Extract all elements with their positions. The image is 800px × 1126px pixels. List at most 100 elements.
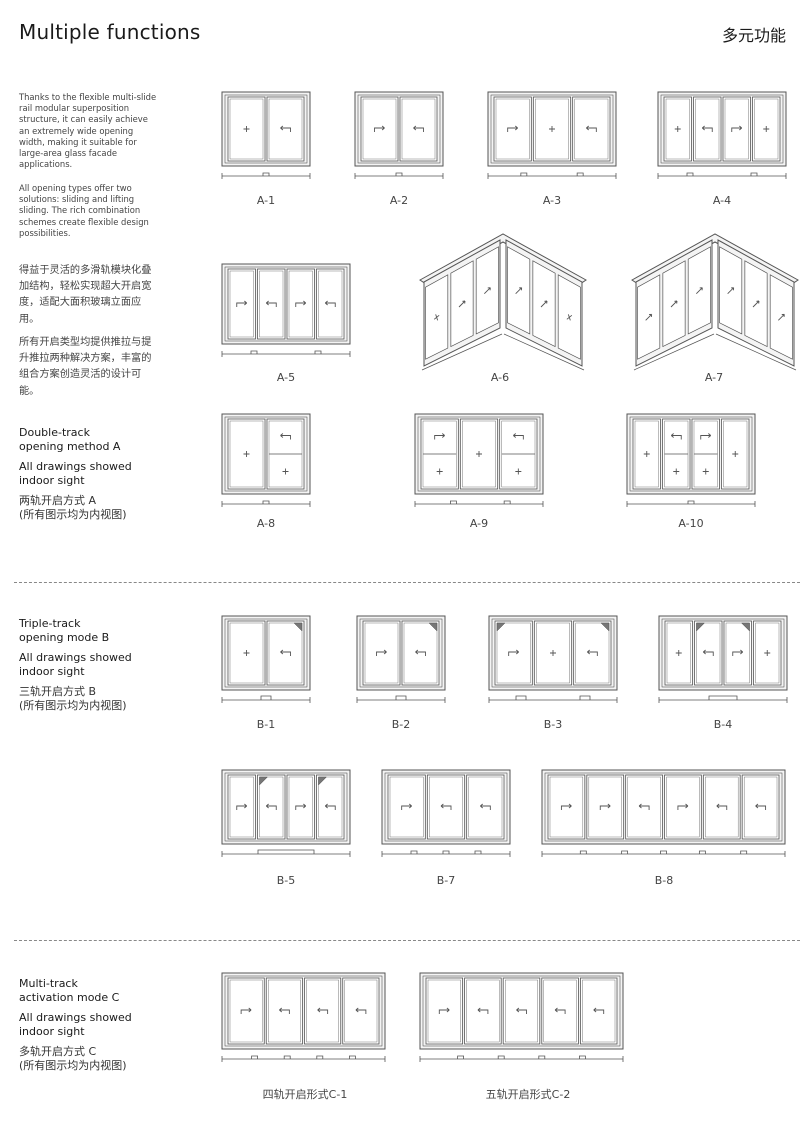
sliding-arrow-icon bbox=[677, 803, 689, 810]
sliding-arrow-icon bbox=[440, 803, 452, 810]
diagram-a4 bbox=[657, 91, 787, 179]
diagram-b4 bbox=[658, 615, 788, 703]
glass-pane bbox=[403, 622, 438, 684]
sash-pane bbox=[573, 620, 612, 686]
track-step bbox=[698, 850, 706, 854]
label-a3: A-3 bbox=[542, 194, 562, 207]
section-b-title-line1: Triple-track bbox=[19, 617, 81, 630]
corner-dimension-line bbox=[715, 333, 797, 371]
diagram-a6 bbox=[419, 233, 587, 371]
sliding-arrow-icon bbox=[240, 1007, 252, 1014]
glass-pane bbox=[504, 979, 538, 1043]
glass-pane bbox=[574, 98, 609, 160]
glass-pane bbox=[229, 420, 264, 488]
sliding-arrow-icon bbox=[280, 649, 291, 656]
glass-pane bbox=[755, 622, 780, 684]
sliding-arrow-icon bbox=[560, 803, 572, 810]
divider-b-c bbox=[14, 940, 800, 941]
fixed-pane-plus-icon bbox=[550, 650, 556, 656]
section-a-sight-line1: All drawings showed bbox=[19, 460, 132, 473]
corner-triangle-icon bbox=[293, 622, 303, 632]
sash-pane bbox=[426, 774, 466, 840]
glass-pane bbox=[549, 776, 584, 838]
glass-pane bbox=[575, 622, 610, 684]
diagram-a5 bbox=[221, 263, 351, 357]
diagram-a9 bbox=[414, 413, 544, 507]
glass-pane bbox=[288, 776, 313, 838]
label-a9: A-9 bbox=[469, 517, 489, 530]
sash-pane bbox=[399, 96, 438, 162]
section-c-sight-cn: (所有图示均为内视图) bbox=[19, 1059, 127, 1072]
glass-pane bbox=[268, 979, 301, 1043]
window-frame-inner bbox=[490, 94, 614, 164]
sliding-arrow-icon bbox=[638, 803, 650, 810]
sash-pane bbox=[360, 96, 399, 162]
window-frame-inner bbox=[491, 618, 615, 688]
sash-pane bbox=[702, 774, 741, 840]
window-frame-inner bbox=[544, 772, 783, 842]
glass-pane bbox=[743, 776, 778, 838]
glass-pane bbox=[466, 979, 500, 1043]
sash-pane bbox=[579, 977, 618, 1045]
track-step bbox=[576, 172, 584, 176]
glass-pane bbox=[344, 979, 378, 1043]
glass-pane bbox=[229, 776, 254, 838]
track-step bbox=[395, 695, 407, 700]
glass-pane bbox=[695, 98, 720, 160]
section-c-sight-line1: All drawings showed bbox=[19, 1011, 132, 1024]
track-step bbox=[503, 500, 511, 504]
sliding-arrow-icon bbox=[480, 803, 491, 810]
sash-pane bbox=[316, 268, 345, 340]
window-frame-inner bbox=[629, 416, 753, 492]
sash-pane bbox=[286, 774, 315, 840]
corner-triangle-icon bbox=[428, 622, 438, 632]
page-title: Multiple functions bbox=[19, 20, 201, 44]
glass-pane bbox=[401, 98, 436, 160]
diagram-a7 bbox=[631, 233, 799, 371]
glass-pane bbox=[495, 98, 530, 160]
sliding-arrow-icon bbox=[586, 125, 597, 132]
section-a-title: Double-track opening method A All drawin… bbox=[19, 426, 179, 522]
track-step bbox=[708, 695, 738, 700]
section-c-title-line1: Multi-track bbox=[19, 977, 78, 990]
glass-pane bbox=[462, 420, 496, 488]
section-b-sight-line2: indoor sight bbox=[19, 665, 85, 678]
section-a-sight-cn: (所有图示均为内视图) bbox=[19, 508, 127, 521]
fixed-pane-plus-icon bbox=[282, 468, 289, 475]
window-frame-inner bbox=[661, 618, 785, 688]
sliding-arrow-icon bbox=[554, 1007, 566, 1014]
sash-pane bbox=[425, 977, 463, 1045]
sliding-arrow-icon bbox=[415, 649, 426, 656]
sliding-arrow-icon bbox=[236, 803, 248, 810]
window-frame-inner bbox=[422, 975, 621, 1047]
glass-pane bbox=[229, 622, 264, 684]
label-a2: A-2 bbox=[389, 194, 409, 207]
sash-pane bbox=[586, 774, 625, 840]
sash-pane bbox=[464, 977, 502, 1045]
glass-pane bbox=[429, 776, 463, 838]
sliding-arrow-icon bbox=[587, 649, 598, 656]
label-a4: A-4 bbox=[712, 194, 732, 207]
sash-pane bbox=[257, 774, 286, 840]
corner-dimension-line bbox=[503, 333, 585, 371]
window-frame-inner bbox=[224, 266, 348, 342]
label-b1: B-1 bbox=[256, 718, 276, 731]
intro-cn-paragraph-2: 所有开启类型均提供推拉与提升推拉两种解决方案，丰富的组合方案创造灵活的设计可能。 bbox=[19, 337, 152, 397]
label-a10: A-10 bbox=[678, 517, 704, 530]
fixed-pane-plus-icon bbox=[673, 468, 680, 475]
sliding-arrow-icon bbox=[599, 803, 611, 810]
track-step bbox=[450, 500, 457, 504]
glass-pane bbox=[318, 776, 343, 838]
fixed-pane-plus-icon bbox=[643, 451, 650, 457]
glass-pane bbox=[259, 776, 284, 838]
diagram-a8 bbox=[221, 413, 311, 507]
section-b-sight-cn: (所有图示均为内视图) bbox=[19, 699, 127, 712]
label-b4: B-4 bbox=[713, 718, 733, 731]
sash-pane bbox=[266, 96, 305, 162]
fixed-pane-plus-icon bbox=[515, 468, 522, 475]
label-a5: A-5 bbox=[276, 371, 296, 384]
corner-triangle-icon bbox=[496, 622, 506, 632]
sash-pane bbox=[741, 774, 780, 840]
window-frame-inner bbox=[224, 975, 383, 1047]
glass-pane bbox=[268, 98, 303, 160]
